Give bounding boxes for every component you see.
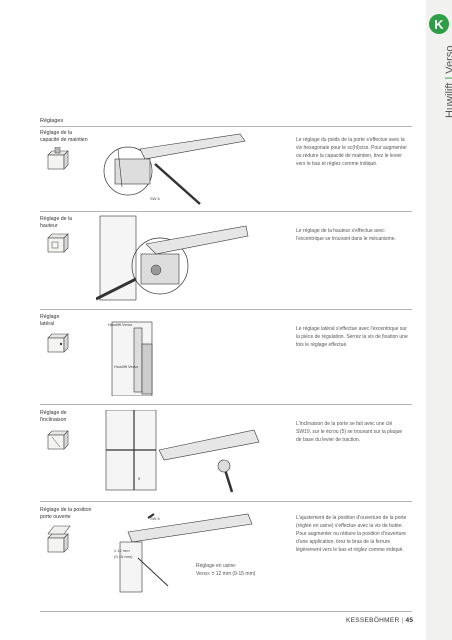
section-description: L'inclinaison de la porte se fait avec u… bbox=[296, 421, 403, 443]
cabinet-thumbnail-icon bbox=[47, 333, 69, 353]
footer-separator: | bbox=[401, 617, 404, 624]
brand-model: Verso bbox=[444, 45, 452, 74]
wrench-size-label: SW 6 bbox=[150, 516, 161, 521]
page-number: 45 bbox=[405, 617, 414, 624]
section-divider bbox=[40, 404, 412, 405]
product-brand: Huwilift | Verso bbox=[444, 46, 452, 118]
brand-sidebar bbox=[426, 0, 452, 640]
cabinet-thumbnail-icon bbox=[47, 147, 69, 170]
lateral-adjust-illustration: Huwilift Verso Huwilift Verso bbox=[108, 321, 153, 396]
product-label: Huwilift Verso bbox=[114, 364, 139, 369]
range-label: ± 12 mm bbox=[114, 548, 130, 553]
product-label: Huwilift Verso bbox=[108, 322, 133, 327]
page-footer: KESSEBÖHMER|45 bbox=[346, 617, 413, 624]
section-divider bbox=[40, 126, 412, 127]
brand-product: Huwilift bbox=[444, 82, 452, 118]
cabinet-thumbnail-icon bbox=[47, 430, 69, 450]
section-description: Le réglage latéral s'effectue avec l'exc… bbox=[296, 326, 408, 348]
footer-company: KESSEBÖHMER bbox=[346, 617, 400, 624]
section-description: L'ajustement de la position d'ouverture … bbox=[296, 515, 407, 553]
section-title: Réglage de la capacité de maintien bbox=[40, 130, 88, 143]
cabinet-thumbnail-icon bbox=[47, 233, 69, 253]
section-title: Réglage latéral bbox=[40, 314, 60, 327]
height-adjust-illustration bbox=[96, 215, 249, 301]
open-cabinet-thumbnail-icon bbox=[47, 525, 71, 553]
page-heading: Réglages bbox=[40, 118, 64, 124]
brand-separator: | bbox=[444, 77, 452, 80]
section-divider bbox=[40, 309, 412, 310]
section-description: Le réglage du poids de la porte s'effect… bbox=[296, 137, 407, 167]
section-title: Réglage de la hauteur bbox=[40, 216, 73, 229]
kesseboehmer-logo: K bbox=[429, 14, 449, 34]
factory-setting-caption: Réglage en usine: Verso: ± 12 mm (9-15 m… bbox=[196, 563, 256, 577]
section-description: Le réglage de la hauteur s'effectue avec… bbox=[296, 228, 396, 242]
section-divider bbox=[40, 211, 412, 212]
inclination-adjust-illustration: 5 bbox=[105, 410, 260, 493]
open-position-illustration: SW 6 ± 12 mm (9-15 mm) bbox=[114, 513, 253, 593]
holding-force-illustration: SW 6 bbox=[103, 133, 246, 205]
wrench-size-label: SW 6 bbox=[150, 196, 161, 201]
section-title: Réglage de la position porte ouverte bbox=[40, 507, 92, 520]
nut-number-label: 5 bbox=[138, 476, 141, 481]
section-divider bbox=[40, 501, 412, 502]
footer-divider bbox=[40, 611, 412, 612]
range-sub-label: (9-15 mm) bbox=[114, 554, 133, 559]
section-title: Réglage de l'inclinaison bbox=[40, 410, 67, 423]
